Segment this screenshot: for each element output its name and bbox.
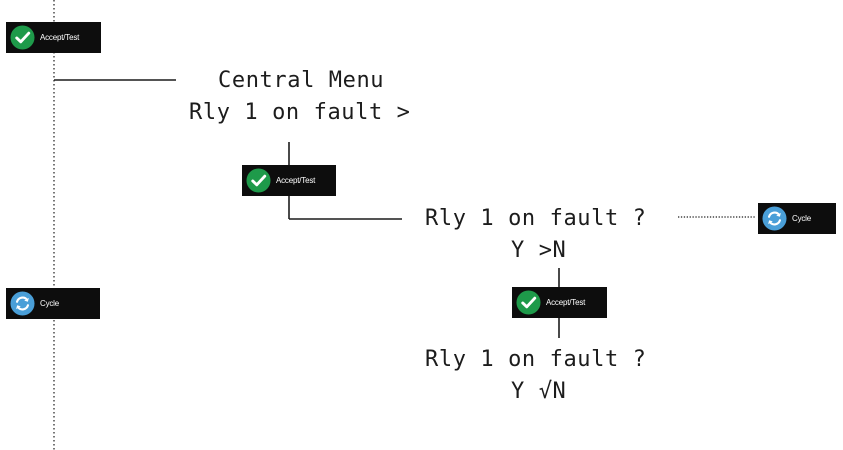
cycle-label: Cycle (792, 214, 812, 223)
cycle-label: Cycle (40, 299, 60, 308)
cycle-icon (10, 291, 35, 316)
accept-test-button-low[interactable]: Accept/Test (512, 287, 607, 318)
central-menu-line2: Rly 1 on fault > (189, 100, 411, 125)
accept-test-label: Accept/Test (40, 33, 80, 42)
checkmark-icon (246, 168, 271, 193)
checkmark-icon (10, 25, 35, 50)
accept-test-label: Accept/Test (276, 176, 316, 185)
cycle-button-right[interactable]: Cycle (758, 203, 836, 234)
fault-query-line1: Rly 1 on fault ? (425, 206, 647, 231)
cycle-icon (762, 206, 787, 231)
accept-test-button-top[interactable]: Accept/Test (6, 22, 101, 53)
accept-test-button-mid[interactable]: Accept/Test (242, 165, 336, 196)
fault-query-line2: Y >N (511, 238, 567, 263)
fault-confirm-line1: Rly 1 on fault ? (425, 347, 647, 372)
cycle-button-left[interactable]: Cycle (6, 288, 100, 319)
checkmark-icon (516, 290, 541, 315)
central-menu-line1: Central Menu (218, 68, 385, 93)
accept-test-label: Accept/Test (546, 298, 586, 307)
fault-confirm-line2: Y √N (511, 379, 567, 404)
